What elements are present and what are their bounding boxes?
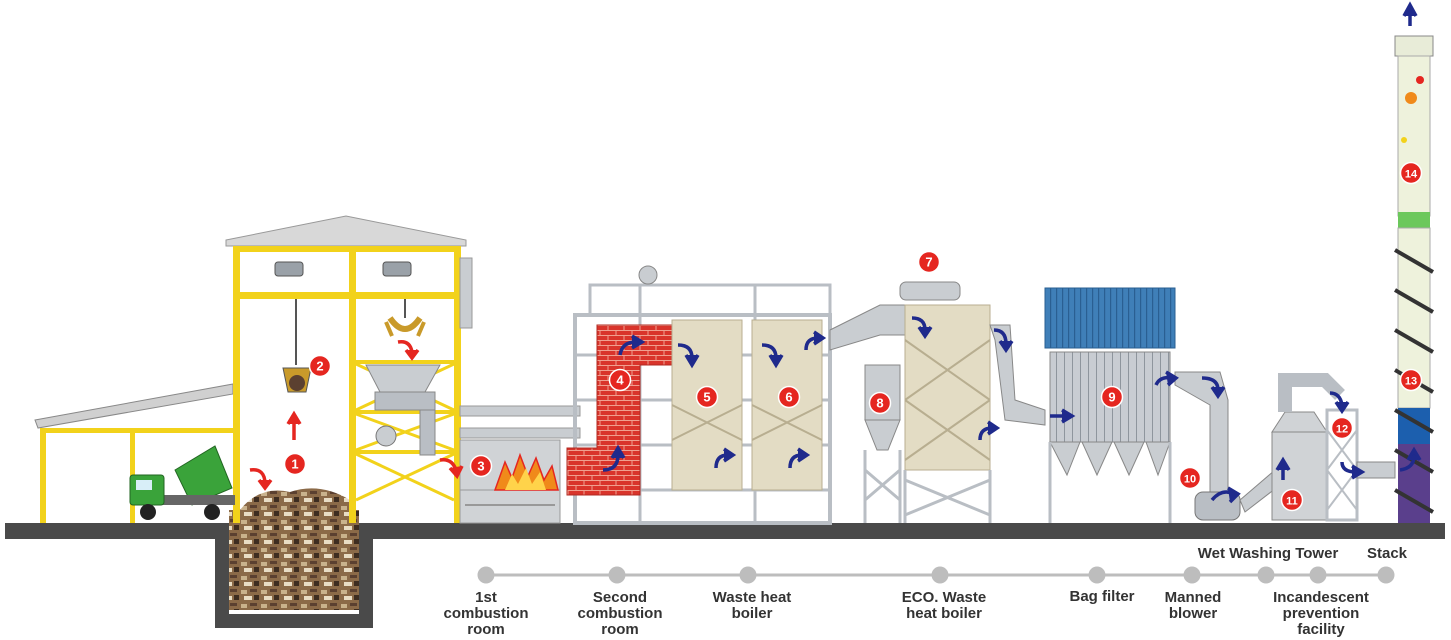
crane-grab-open: [384, 316, 426, 337]
badge-1: 1: [283, 452, 307, 476]
badge-number: 3: [477, 459, 484, 474]
stage-eco-waste-heat-boiler-label: ECO. Waste heat boiler: [901, 589, 987, 622]
badge-2: 2: [308, 354, 332, 378]
stage-wet-washing-tower-label: Wet Washing Tower: [1197, 545, 1339, 562]
cyclone: [863, 364, 902, 523]
stage-stack-label: Stack: [1366, 545, 1408, 562]
timeline-dot: [608, 566, 626, 584]
timeline-dot: [477, 566, 495, 584]
garbage-truck: [129, 445, 235, 520]
badge-6: 6: [777, 385, 801, 409]
eco-outlet-duct: [989, 324, 1046, 426]
conveyor-duct: [459, 405, 581, 439]
flames: [493, 452, 559, 491]
timeline-dot: [1183, 566, 1201, 584]
stage-manned-blower-label: Manned blower: [1164, 589, 1222, 622]
badge-5: 5: [695, 385, 719, 409]
badge-number: 9: [1108, 390, 1115, 405]
badge-number: 12: [1336, 424, 1348, 436]
waste-heat-boiler: [671, 319, 823, 491]
badge-4: 4: [608, 368, 632, 392]
badge-12: 12: [1330, 416, 1354, 440]
ground: [5, 523, 1445, 628]
bag-filter: [1044, 287, 1176, 523]
badge-number: 1: [291, 457, 298, 472]
crane-trolleys: [274, 261, 412, 365]
stage-waste-heat-boiler-label: Waste heat boiler: [712, 589, 792, 622]
badge-10: 10: [1178, 466, 1202, 490]
badge-number: 4: [616, 373, 624, 388]
waste-flow-arrows: [249, 339, 464, 491]
timeline-dot: [1257, 566, 1275, 584]
feed-hopper: [365, 364, 441, 456]
badge-8: 8: [868, 391, 892, 415]
gas-flow-arrows: [602, 1, 1422, 504]
timeline-dot: [1309, 566, 1327, 584]
timeline-dot: [1088, 566, 1106, 584]
badge-number: 2: [316, 359, 323, 374]
badge-13: 13: [1399, 368, 1423, 392]
wet-washing-tower: [1271, 373, 1345, 521]
timeline-dot: [1377, 566, 1395, 584]
badge-number: 5: [703, 390, 710, 405]
badge-number: 6: [785, 390, 792, 405]
eco-boiler: [899, 281, 992, 523]
waste-pit: [229, 488, 359, 610]
stage-1st-combustion-room-label: 1st combustion room: [443, 589, 529, 638]
badge-9: 9: [1100, 385, 1124, 409]
badge-3: 3: [469, 454, 493, 478]
timeline-dot: [739, 566, 757, 584]
badge-number: 10: [1184, 474, 1196, 486]
stage-second-combustion-room-label: Second combustion room: [577, 589, 663, 638]
badge-14: 14: [1399, 161, 1423, 185]
badge-number: 7: [925, 255, 932, 270]
badge-number: 13: [1405, 376, 1417, 388]
badge-7: 7: [917, 250, 941, 274]
induced-draft-fan-duct: [1174, 371, 1281, 521]
timeline-dot: [931, 566, 949, 584]
stage-bag-filter-label: Bag filter: [1069, 588, 1135, 605]
badge-11: 11: [1280, 488, 1304, 512]
connecting-duct: [829, 304, 906, 351]
badge-number: 14: [1405, 169, 1418, 181]
stage-incandescent-prevention-facility-label: Incandescent prevention facility: [1273, 589, 1369, 638]
crane-grab-loaded: [282, 367, 312, 393]
badge-number: 8: [876, 396, 883, 411]
process-timeline: [477, 566, 1395, 584]
badge-number: 11: [1286, 496, 1298, 508]
